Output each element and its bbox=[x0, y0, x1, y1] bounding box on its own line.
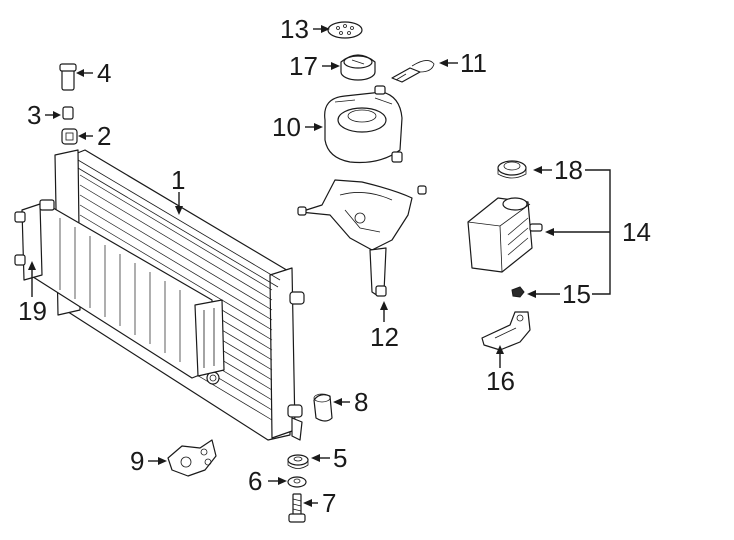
callout-8: 8 bbox=[354, 387, 368, 417]
callout-9: 9 bbox=[130, 446, 144, 476]
bolt-part-7 bbox=[288, 493, 306, 523]
callout-15: 15 bbox=[562, 279, 591, 309]
bushing-part-5 bbox=[287, 454, 309, 469]
callout-14: 14 bbox=[622, 217, 651, 247]
seal-part-13 bbox=[327, 21, 363, 39]
expansion-tank-part-10 bbox=[324, 85, 403, 164]
mounting-bracket-part-12 bbox=[297, 179, 427, 297]
callout-2: 2 bbox=[97, 121, 111, 151]
callout-18: 18 bbox=[554, 155, 583, 185]
callout-7: 7 bbox=[322, 488, 336, 518]
strap-part-11 bbox=[391, 60, 435, 83]
washer-part-6 bbox=[287, 476, 307, 488]
callout-labels: 1 2 3 4 5 6 7 8 9 10 11 12 13 14 15 16 1… bbox=[18, 14, 651, 518]
callout-11: 11 bbox=[460, 48, 487, 78]
callout-6: 6 bbox=[248, 466, 262, 496]
callout-4: 4 bbox=[97, 58, 111, 88]
clip-part-3 bbox=[62, 106, 74, 120]
mount-part-9 bbox=[167, 439, 217, 477]
callout-19: 19 bbox=[18, 296, 47, 326]
auxiliary-radiator bbox=[14, 199, 225, 379]
plug-part-15 bbox=[511, 286, 525, 298]
callout-10: 10 bbox=[272, 112, 301, 142]
sensor-part-4 bbox=[59, 63, 77, 91]
bracket-part-16 bbox=[481, 311, 531, 351]
callout-13: 13 bbox=[280, 14, 309, 44]
callout-3: 3 bbox=[27, 100, 41, 130]
reservoir-part-14 bbox=[467, 197, 543, 273]
callout-16: 16 bbox=[486, 366, 515, 396]
grommet-part-8 bbox=[313, 393, 333, 422]
cap-part-17 bbox=[340, 54, 376, 81]
callout-1: 1 bbox=[171, 165, 185, 195]
callout-17: 17 bbox=[289, 51, 318, 81]
callout-12: 12 bbox=[370, 322, 399, 352]
grommet-part-2 bbox=[61, 128, 78, 145]
callout-5: 5 bbox=[333, 443, 347, 473]
leader-lines bbox=[28, 25, 611, 507]
cap-part-18 bbox=[497, 160, 527, 179]
